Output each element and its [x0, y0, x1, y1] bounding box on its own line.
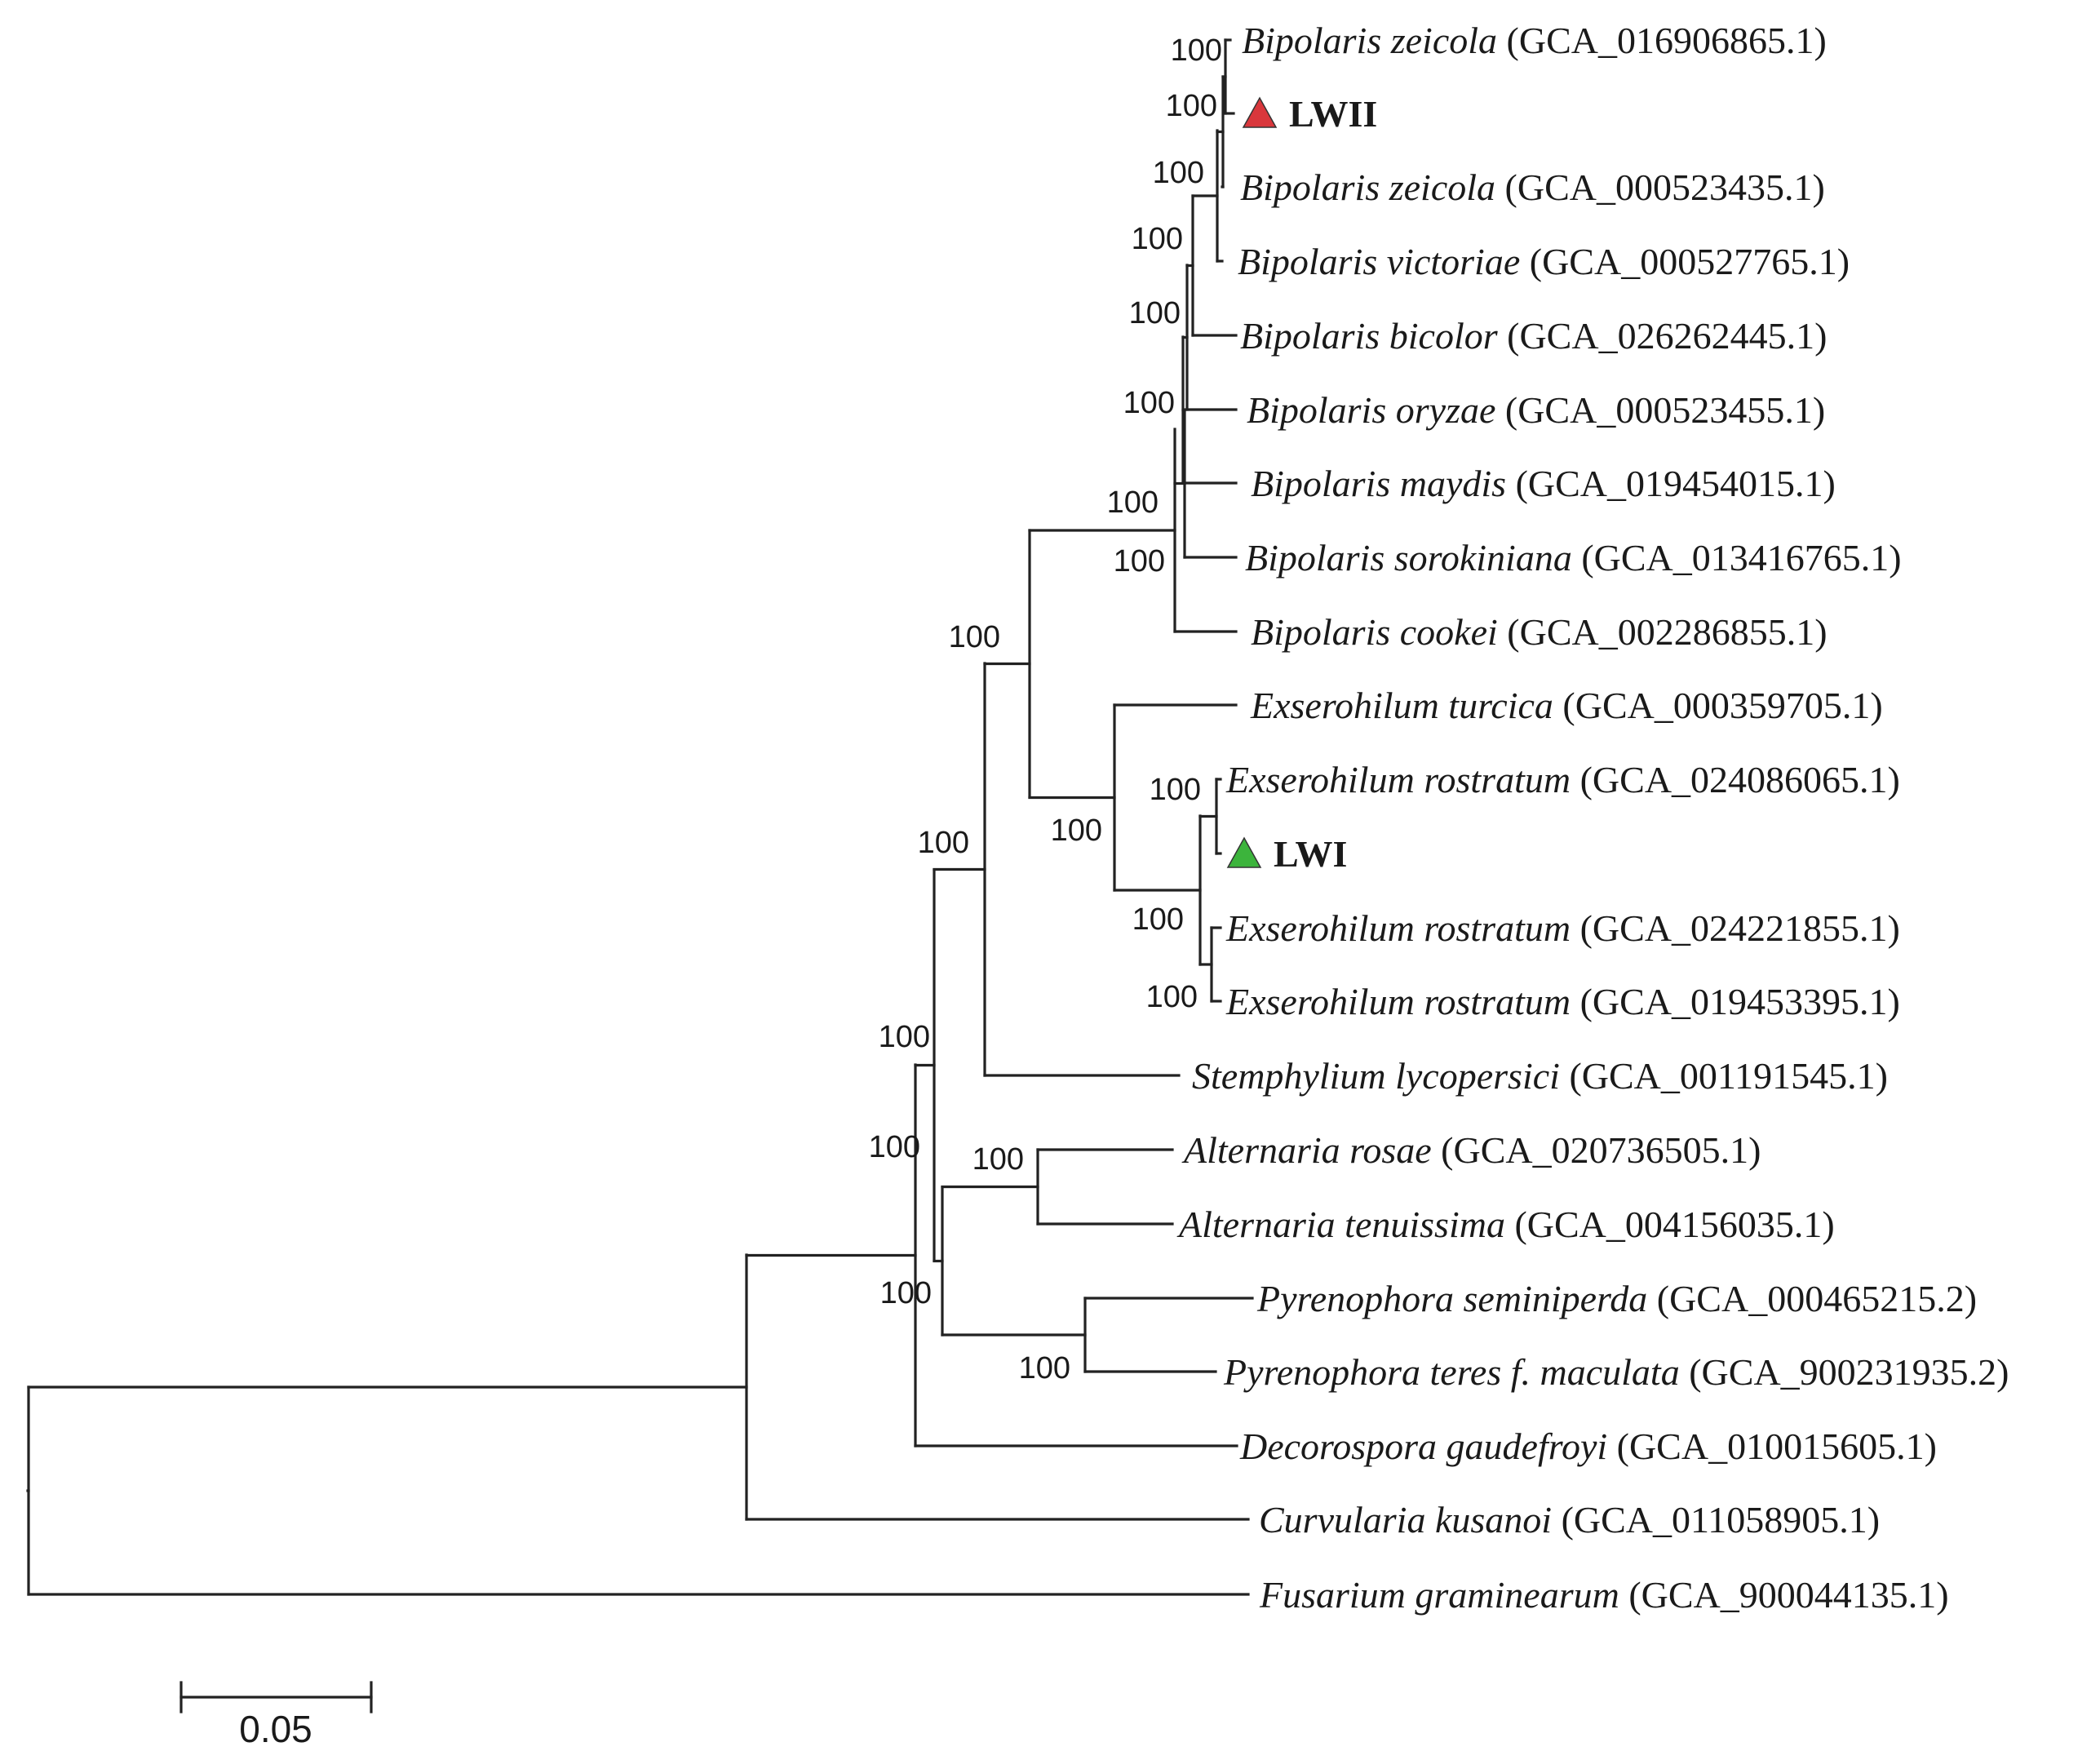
- leaf-label: Exserohilum rostratum (GCA_019453395.1): [1225, 981, 1900, 1022]
- taxon-name: Bipolaris cookei: [1251, 611, 1498, 653]
- leaf-label: Alternaria rosae (GCA_020736505.1): [1181, 1129, 1761, 1171]
- scale-bar: 0.05: [179, 1681, 373, 1750]
- leaf-label: Bipolaris zeicola (GCA_016906865.1): [1242, 20, 1827, 61]
- accession-id: (GCA_026262445.1): [1498, 315, 1828, 357]
- taxon-name: Exserohilum rostratum: [1225, 907, 1571, 949]
- bootstrap-support-value: 100: [1171, 33, 1222, 68]
- leaf-label: Bipolaris sorokiniana (GCA_013416765.1): [1245, 537, 1902, 579]
- accession-id: (GCA_010015605.1): [1607, 1425, 1937, 1467]
- accession-id: (GCA_000523435.1): [1495, 166, 1825, 208]
- taxon-name: Curvularia kusanoi: [1259, 1499, 1552, 1541]
- accession-id: (GCA_900044135.1): [1619, 1574, 1949, 1616]
- accession-id: (GCA_900231935.2): [1680, 1351, 2009, 1393]
- leaf-label: Exserohilum turcica (GCA_000359705.1): [1250, 685, 1883, 726]
- accession-id: (GCA_024086065.1): [1571, 759, 1900, 800]
- sample-label: LWI: [1274, 833, 1347, 875]
- leaf-label: Pyrenophora seminiperda (GCA_000465215.2…: [1256, 1278, 1977, 1319]
- bootstrap-support-value: 100: [869, 1130, 920, 1164]
- taxon-name: Fusarium graminearum: [1259, 1574, 1619, 1616]
- accession-id: (GCA_019453395.1): [1571, 981, 1900, 1022]
- taxon-name: Bipolaris bicolor: [1240, 315, 1499, 357]
- taxon-name: Alternaria rosae: [1181, 1129, 1432, 1171]
- accession-id: (GCA_020736505.1): [1432, 1129, 1761, 1171]
- taxon-name: Decorospora gaudefroyi: [1239, 1425, 1607, 1467]
- sample-marker-triangle-icon: [1242, 96, 1278, 128]
- scale-bar-label: 0.05: [239, 1708, 312, 1750]
- leaf-label: Decorospora gaudefroyi (GCA_010015605.1): [1239, 1425, 1937, 1467]
- taxon-name: Exserohilum turcica: [1250, 685, 1553, 726]
- tree-branches: [26, 38, 1254, 1596]
- accession-id: (GCA_013416765.1): [1572, 537, 1902, 579]
- bootstrap-support-value: 100: [1019, 1351, 1070, 1385]
- bootstrap-support-value: 100: [1150, 773, 1201, 807]
- leaf-labels: Bipolaris zeicola (GCA_016906865.1) LWII B…: [1176, 20, 2009, 1616]
- leaf-label: Exserohilum rostratum (GCA_024221855.1): [1225, 907, 1900, 949]
- accession-id: (GCA_004156035.1): [1505, 1204, 1835, 1245]
- leaf-label: Bipolaris bicolor (GCA_026262445.1): [1240, 315, 1827, 357]
- support-values: 100 100 100 100 100 100 100 100 100 100 100 100 100 1…: [869, 33, 1222, 1385]
- accession-id: (GCA_011058905.1): [1552, 1499, 1880, 1541]
- accession-id: (GCA_016906865.1): [1497, 20, 1827, 61]
- bootstrap-support-value: 100: [1129, 296, 1181, 330]
- taxon-name: Pyrenophora teres f. maculata: [1223, 1351, 1680, 1393]
- leaf-label: Alternaria tenuissima (GCA_004156035.1): [1176, 1204, 1835, 1245]
- taxon-name: Exserohilum rostratum: [1225, 759, 1571, 800]
- sample-label: LWII: [1289, 93, 1377, 135]
- taxon-name: Bipolaris sorokiniana: [1245, 537, 1572, 579]
- taxon-name: Bipolaris zeicola: [1242, 20, 1497, 61]
- bootstrap-support-value: 100: [918, 826, 969, 860]
- bootstrap-support-value: 100: [1051, 814, 1102, 848]
- leaf-label: Bipolaris zeicola (GCA_000523435.1): [1240, 166, 1825, 208]
- taxon-name: Stemphylium lycopersici: [1192, 1055, 1560, 1097]
- bootstrap-support-value: 100: [1132, 902, 1184, 937]
- taxon-name: Pyrenophora seminiperda: [1256, 1278, 1647, 1319]
- taxon-name: Bipolaris oryzae: [1247, 389, 1495, 431]
- bootstrap-support-value: 100: [1146, 980, 1198, 1014]
- leaf-label: Bipolaris maydis (GCA_019454015.1): [1251, 463, 1836, 504]
- bootstrap-support-value: 100: [1107, 485, 1159, 520]
- leaf-label: Bipolaris cookei (GCA_002286855.1): [1251, 611, 1828, 653]
- leaf-label: Fusarium graminearum (GCA_900044135.1): [1259, 1574, 1949, 1616]
- taxon-name: Bipolaris victoriae: [1238, 241, 1520, 282]
- bootstrap-support-value: 100: [1166, 89, 1217, 123]
- accession-id: (GCA_019454015.1): [1506, 463, 1836, 504]
- bootstrap-support-value: 100: [972, 1142, 1024, 1177]
- taxon-name: Bipolaris maydis: [1251, 463, 1506, 504]
- leaf-label: Stemphylium lycopersici (GCA_001191545.1…: [1192, 1055, 1888, 1097]
- accession-id: (GCA_000523455.1): [1495, 389, 1825, 431]
- leaf-label: Bipolaris victoriae (GCA_000527765.1): [1238, 241, 1850, 282]
- taxon-name: Bipolaris zeicola: [1240, 166, 1495, 208]
- leaf-label: Curvularia kusanoi (GCA_011058905.1): [1259, 1499, 1880, 1541]
- bootstrap-support-value: 100: [1153, 156, 1204, 190]
- bootstrap-support-value: 100: [879, 1020, 930, 1054]
- accession-id: (GCA_000359705.1): [1553, 685, 1883, 726]
- bootstrap-support-value: 100: [1114, 544, 1165, 579]
- accession-id: (GCA_000465215.2): [1647, 1278, 1977, 1319]
- accession-id: (GCA_001191545.1): [1560, 1055, 1888, 1097]
- bootstrap-support-value: 100: [1132, 222, 1183, 256]
- accession-id: (GCA_000527765.1): [1520, 241, 1850, 282]
- bootstrap-support-value: 100: [880, 1276, 932, 1310]
- sample-marker-triangle-icon: [1226, 836, 1262, 868]
- bootstrap-support-value: 100: [1123, 386, 1175, 420]
- taxon-name: Exserohilum rostratum: [1225, 981, 1571, 1022]
- leaf-label: Pyrenophora teres f. maculata (GCA_90023…: [1223, 1351, 2009, 1393]
- bootstrap-support-value: 100: [949, 620, 1000, 654]
- taxon-name: Alternaria tenuissima: [1176, 1204, 1505, 1245]
- leaf-label: Exserohilum rostratum (GCA_024086065.1): [1225, 759, 1900, 800]
- accession-id: (GCA_024221855.1): [1571, 907, 1900, 949]
- accession-id: (GCA_002286855.1): [1498, 611, 1828, 653]
- leaf-label: Bipolaris oryzae (GCA_000523455.1): [1247, 389, 1825, 431]
